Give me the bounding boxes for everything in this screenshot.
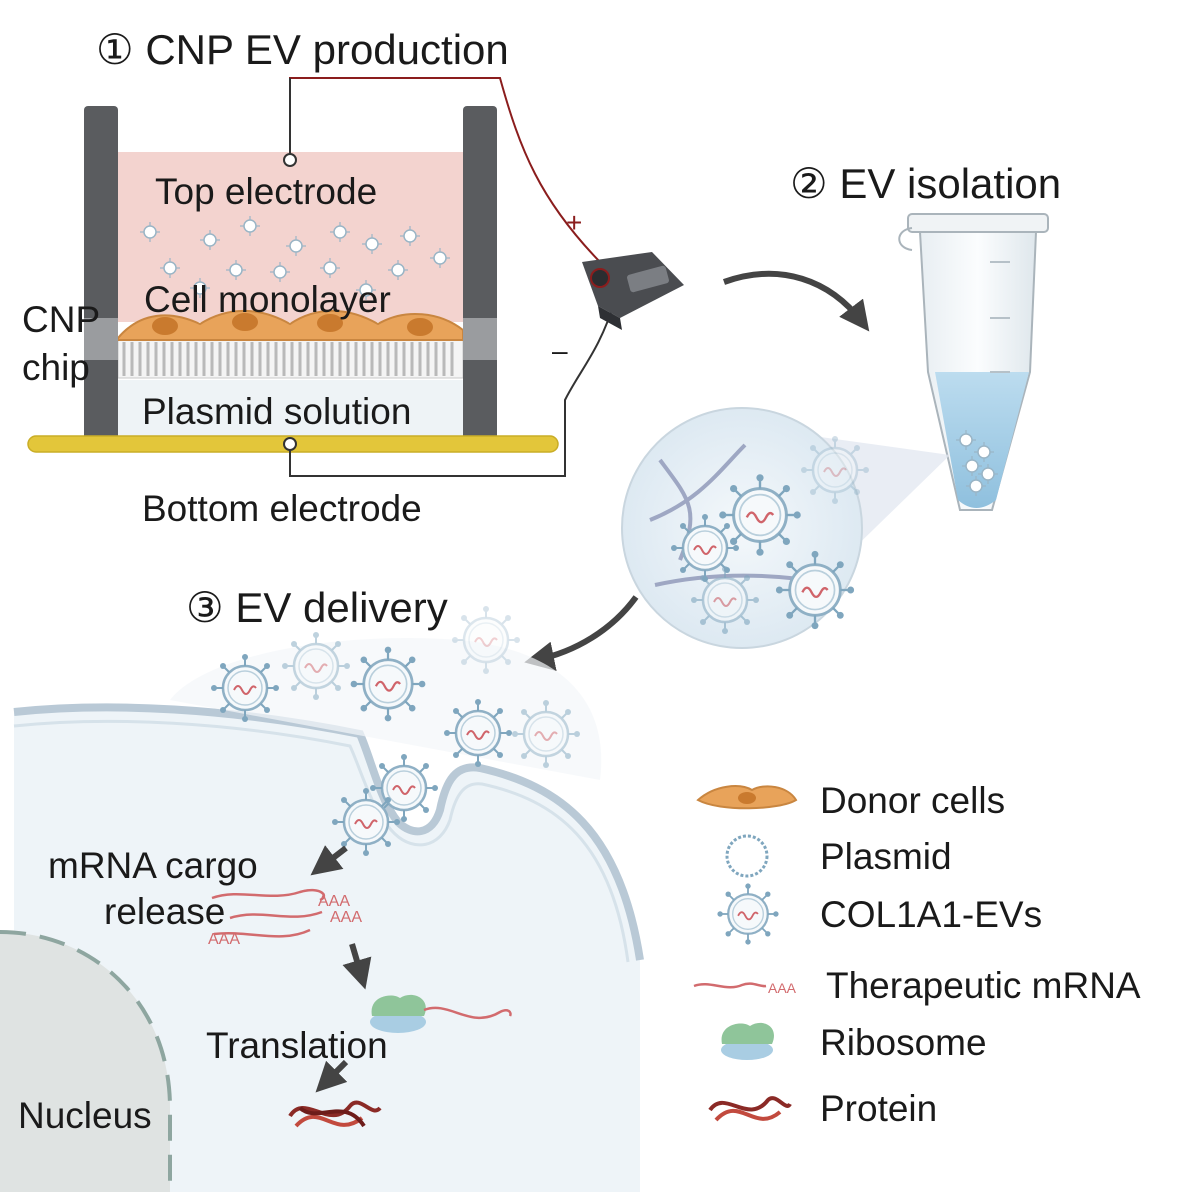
ribosome-legend-icon — [721, 1022, 774, 1060]
plasmid-icon — [725, 834, 769, 878]
cell-monolayer — [117, 309, 464, 341]
protein-legend-icon — [708, 1096, 792, 1122]
cnp-chip: + – Top electrode Cell monolayer Plasmid… — [22, 77, 684, 529]
bottom-electrode-terminal — [283, 437, 297, 451]
plasmid-chamber — [118, 380, 463, 438]
poly-a-tail-1: AAA — [318, 893, 350, 910]
legend: AAA Donor cells Plasmid COL1A1-EVs Thera… — [693, 780, 1141, 1129]
negative-sign: – — [552, 335, 568, 366]
mrna-release-label-line1: mRNA cargo — [48, 845, 258, 886]
chip-frame-left — [84, 106, 118, 441]
mrna-release-label-line2: release — [104, 891, 225, 932]
top-electrode-label: Top electrode — [155, 171, 377, 212]
ribosome-icon — [370, 994, 512, 1033]
process-arrows — [310, 845, 372, 1093]
legend-label-plasmid: Plasmid — [820, 836, 952, 877]
poly-a-tail-3: AAA — [208, 931, 240, 948]
released-mrna — [211, 888, 326, 938]
mrna-icon — [693, 982, 767, 989]
cnp-chip-label-line2: chip — [22, 347, 90, 388]
translation-label: Translation — [206, 1025, 388, 1066]
power-connector-icon — [582, 252, 684, 330]
arrow-to-delivery — [524, 595, 639, 672]
plasmid-solution-label: Plasmid solution — [142, 391, 411, 432]
poly-a-tail-2: AAA — [330, 909, 362, 926]
step-production-title: ① CNP EV production — [96, 26, 509, 73]
nanopore-membrane — [117, 337, 464, 379]
step-delivery-title: ③ EV delivery — [186, 584, 448, 631]
chip-frame-right — [463, 106, 497, 441]
top-electrode-terminal — [283, 153, 297, 167]
legend-label-therapeutic-mrna: Therapeutic mRNA — [826, 965, 1141, 1006]
arrow-to-isolation — [722, 270, 870, 332]
protein-icon — [288, 1100, 382, 1128]
bottom-electrode-label: Bottom electrode — [142, 488, 422, 529]
ev-zoom-inset — [621, 407, 871, 649]
legend-label-protein: Protein — [820, 1088, 937, 1129]
tube-liquid — [935, 372, 1029, 508]
legend-mrna-tail: AAA — [768, 980, 797, 996]
positive-wire — [289, 77, 601, 263]
cnp-chip-label-line1: CNP — [22, 299, 100, 340]
legend-label-donor-cells: Donor cells — [820, 780, 1005, 821]
positive-sign: + — [566, 207, 582, 238]
legend-label-col1a1-evs: COL1A1-EVs — [820, 894, 1042, 935]
ev-icon — [716, 882, 780, 946]
nucleus-label: Nucleus — [18, 1095, 152, 1136]
cell-monolayer-label: Cell monolayer — [144, 279, 391, 320]
legend-label-ribosome: Ribosome — [820, 1022, 987, 1063]
donor-cell-icon — [696, 785, 798, 810]
microcentrifuge-tube-icon — [898, 213, 1049, 511]
step-isolation-title: ② EV isolation — [790, 160, 1061, 207]
nucleus — [0, 930, 172, 1192]
